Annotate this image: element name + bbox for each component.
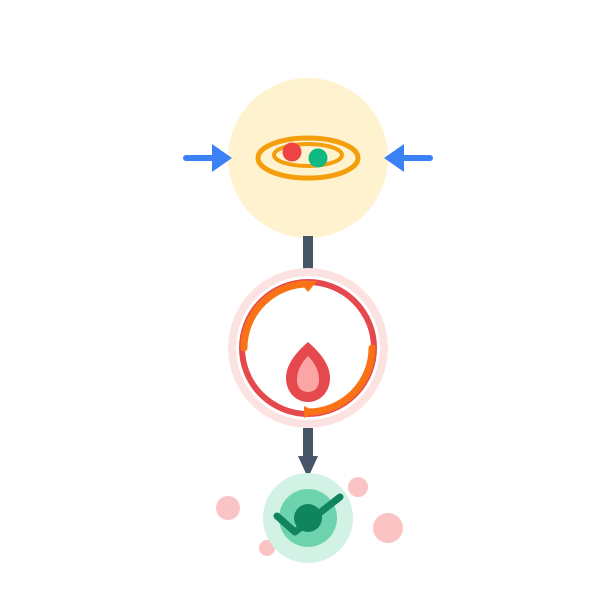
bubble-icon [216, 496, 240, 520]
stage-output [216, 473, 403, 563]
cycle-arc-bottom [304, 344, 376, 416]
cycle-arc-top [240, 280, 312, 352]
stage-input [228, 78, 388, 238]
cycle-arrowhead-bottom [304, 406, 316, 418]
connector-arrow-2 [298, 428, 318, 478]
connector-arrow-1 [303, 236, 313, 284]
check-badge-icon [273, 493, 344, 536]
right-arrow-icon [384, 144, 433, 172]
left-arrow-icon [183, 144, 232, 172]
stage-process [228, 268, 388, 428]
bubble-icon [348, 477, 368, 497]
bubble-icon [259, 540, 275, 556]
orbit-plate-icon [255, 135, 361, 181]
red-dot-icon [282, 142, 302, 162]
stage-input-background [228, 78, 388, 238]
green-dot-icon [308, 148, 328, 168]
cycle-arrowhead-top [299, 281, 317, 292]
bubble-icon [373, 513, 403, 543]
flame-icon [286, 342, 330, 402]
